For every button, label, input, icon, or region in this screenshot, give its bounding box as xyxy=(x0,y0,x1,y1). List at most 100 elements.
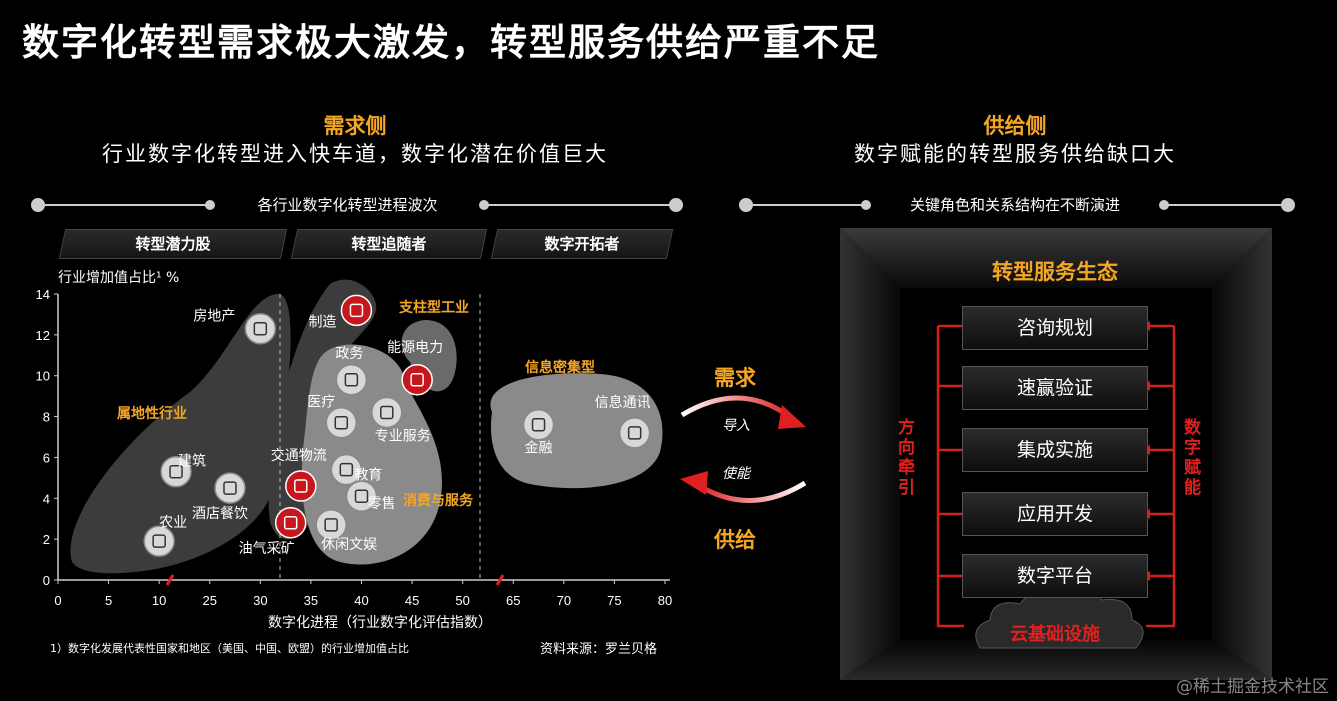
industry-icon xyxy=(324,518,338,532)
data-point xyxy=(214,472,246,504)
group-label: 消费与服务 xyxy=(403,492,474,509)
industry-icon xyxy=(223,481,237,495)
industry-icon xyxy=(339,462,354,477)
x-tick-label: 50 xyxy=(455,593,469,608)
industry-icon xyxy=(627,426,642,440)
axis-break-2 xyxy=(495,574,505,586)
industry-icon xyxy=(410,373,424,387)
supply-timeline-label: 关键角色和关系结构在不断演进 xyxy=(909,196,1120,214)
left-side-label: 方向牵引 xyxy=(898,418,915,498)
tab-potential: 转型潜力股 xyxy=(58,229,288,259)
data-point xyxy=(340,294,373,327)
data-point xyxy=(143,525,175,557)
x-tick-label: 65 xyxy=(506,593,520,608)
y-axis-label: 行业增加值占比¹ % xyxy=(58,270,179,286)
x-tick-label: 25 xyxy=(203,593,217,608)
cloud-label: 云基础设施 xyxy=(1010,624,1100,645)
y-tick-label: 2 xyxy=(43,532,50,547)
ecosystem-title: 转型服务生态 xyxy=(992,260,1118,284)
industry-icon xyxy=(283,516,298,530)
x-tick-label: 35 xyxy=(304,593,318,608)
footnote: 1）数字化发展代表性国家和地区（美国、中国、欧盟）的行业增加值占比 xyxy=(50,642,409,655)
data-point-label: 油气采矿 xyxy=(239,541,295,557)
y-tick-label: 10 xyxy=(36,369,50,384)
industry-icon xyxy=(349,303,364,318)
demand-subtitle: 行业数字化转型进入快车道，数字化潜在价值巨大 xyxy=(102,142,608,166)
stack-item-platform: 数字平台 xyxy=(962,554,1148,598)
exchange-arrows xyxy=(680,395,807,503)
data-point xyxy=(345,480,378,512)
page-title: 数字化转型需求极大激发，转型服务供给严重不足 xyxy=(22,21,880,64)
data-point-label: 农业 xyxy=(159,515,187,531)
enable-label: 使能 xyxy=(722,466,750,482)
y-tick-label: 0 xyxy=(43,573,50,588)
industry-icon xyxy=(380,405,394,420)
data-point xyxy=(522,408,555,441)
x-tick-label: 10 xyxy=(152,593,166,608)
source-note: 资料来源：罗兰贝格 xyxy=(540,642,658,657)
y-tick-label: 12 xyxy=(36,328,50,343)
data-point-label: 政务 xyxy=(335,346,363,362)
data-point xyxy=(325,406,358,439)
timeline-lines xyxy=(31,198,1295,212)
demand-heading: 需求侧 xyxy=(323,114,387,138)
demand-arrow-label: 需求 xyxy=(714,366,756,390)
industry-icon xyxy=(294,479,308,493)
data-point-label: 酒店餐饮 xyxy=(192,506,248,522)
data-point-label: 专业服务 xyxy=(375,428,431,444)
group-label: 信息密集型 xyxy=(525,359,595,376)
data-point-label: 能源电力 xyxy=(387,340,443,356)
stack-item-integration: 集成实施 xyxy=(962,428,1148,472)
industry-icon xyxy=(169,464,183,479)
data-point-label: 信息通讯 xyxy=(595,394,651,411)
watermark: @稀土掘金技术社区 xyxy=(1176,677,1329,697)
x-tick-label: 0 xyxy=(54,593,61,608)
cluster-info xyxy=(490,373,663,489)
y-tick-label: 8 xyxy=(43,410,50,425)
cluster-local xyxy=(70,293,291,574)
x-tick-label: 45 xyxy=(405,593,419,608)
industry-icon xyxy=(531,417,546,432)
data-point xyxy=(274,507,307,539)
x-axis-label: 数字化进程（行业数字化评估指数） xyxy=(268,615,492,631)
y-tick-label: 14 xyxy=(36,287,50,302)
data-point-label: 交通物流 xyxy=(271,447,327,464)
x-tick-label: 70 xyxy=(557,593,571,608)
supply-heading: 供给侧 xyxy=(983,114,1047,138)
data-point xyxy=(330,453,363,486)
industry-icon xyxy=(152,534,166,548)
supply-subtitle: 数字赋能的转型服务供给缺口大 xyxy=(854,142,1176,166)
data-point-label: 制造 xyxy=(308,314,336,330)
data-point-label: 休闲文娱 xyxy=(321,537,377,553)
cluster-consumer xyxy=(301,344,442,565)
data-point xyxy=(315,509,347,541)
x-tick-label: 80 xyxy=(658,593,672,608)
x-tick-label: 75 xyxy=(607,593,621,608)
stack-item-consulting: 咨询规划 xyxy=(962,306,1148,350)
axis-break-1 xyxy=(165,574,175,586)
x-tick-label: 5 xyxy=(105,593,112,608)
data-point xyxy=(371,396,403,429)
y-tick-label: 4 xyxy=(43,491,50,506)
data-point xyxy=(335,364,368,396)
data-point-label: 建筑 xyxy=(178,454,206,470)
data-point xyxy=(160,455,192,488)
group-label: 属地性行业 xyxy=(117,405,187,422)
import-label: 导入 xyxy=(722,418,750,434)
data-point-label: 零售 xyxy=(368,496,396,512)
data-point xyxy=(285,470,317,502)
data-point-label: 房地产 xyxy=(193,309,235,325)
tab-pioneers: 数字开拓者 xyxy=(490,229,674,259)
stack-item-quickwin: 速赢验证 xyxy=(962,366,1148,410)
demand-timeline-label: 各行业数字化转型进程波次 xyxy=(257,196,438,214)
data-point-label: 教育 xyxy=(354,468,382,484)
supply-arrow-label: 供给 xyxy=(714,528,756,552)
industry-icon xyxy=(253,321,268,336)
y-tick-label: 6 xyxy=(43,450,50,465)
industry-icon xyxy=(344,373,359,387)
tab-followers: 转型追随者 xyxy=(290,229,488,259)
data-point xyxy=(618,417,651,449)
data-point-label: 金融 xyxy=(525,441,553,457)
x-tick-label: 40 xyxy=(354,593,368,608)
